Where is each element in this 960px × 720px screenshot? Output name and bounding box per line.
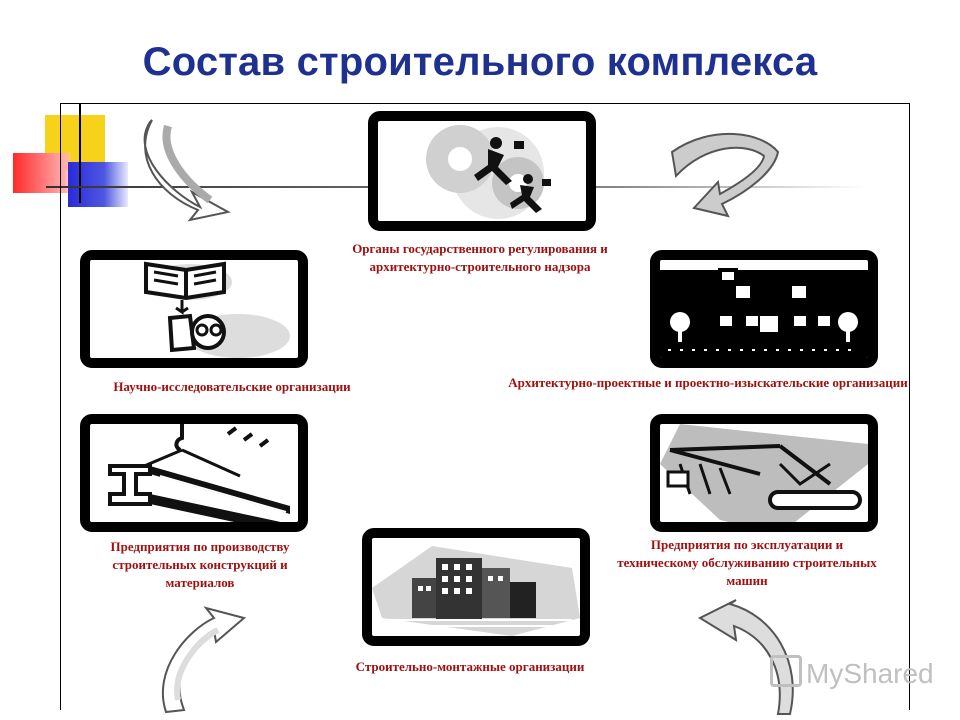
- curved-arrow-top-right: [670, 133, 780, 218]
- node-research-label: Научно-исследовательские организации: [113, 379, 351, 394]
- city-buildings-icon: [372, 546, 580, 636]
- blue-square-decoration: [68, 162, 128, 207]
- node-machinery-label: Предприятия по эксплуатации и техническо…: [617, 537, 877, 588]
- node-regulation-label: Органы государственного регулирования и …: [352, 241, 608, 274]
- slide-title: Состав строительного комплекса: [142, 40, 818, 84]
- book-scientist-icon: [144, 261, 290, 358]
- node-materials-label: Предприятия по производству строительных…: [110, 539, 290, 590]
- node-machinery-box: [650, 414, 878, 532]
- curved-arrow-top-left: [143, 119, 231, 222]
- node-research-box: [80, 250, 308, 368]
- node-regulation-box: [368, 111, 596, 231]
- curved-arrow-bottom-left: [161, 606, 247, 714]
- watermark-text: MyShared: [806, 658, 934, 689]
- node-design-label: Архитектурно-проектные и проектно-изыска…: [508, 375, 908, 390]
- steel-beam-crane-icon: [108, 424, 290, 522]
- watermark-logo: MyShared: [770, 655, 934, 690]
- node-construction-box: [362, 528, 590, 646]
- gears-business-icon: [426, 125, 551, 219]
- house-icon: [660, 260, 868, 358]
- diagram-frame: [60, 103, 910, 710]
- node-design-box: [650, 250, 878, 368]
- curved-arrow-bottom-right: [697, 599, 794, 715]
- watermark-icon: [770, 655, 802, 687]
- excavator-icon: [660, 424, 868, 522]
- node-materials-box: [80, 414, 308, 532]
- node-construction-label: Строительно-монтажные организации: [355, 659, 585, 674]
- vertical-rule: [79, 103, 81, 203]
